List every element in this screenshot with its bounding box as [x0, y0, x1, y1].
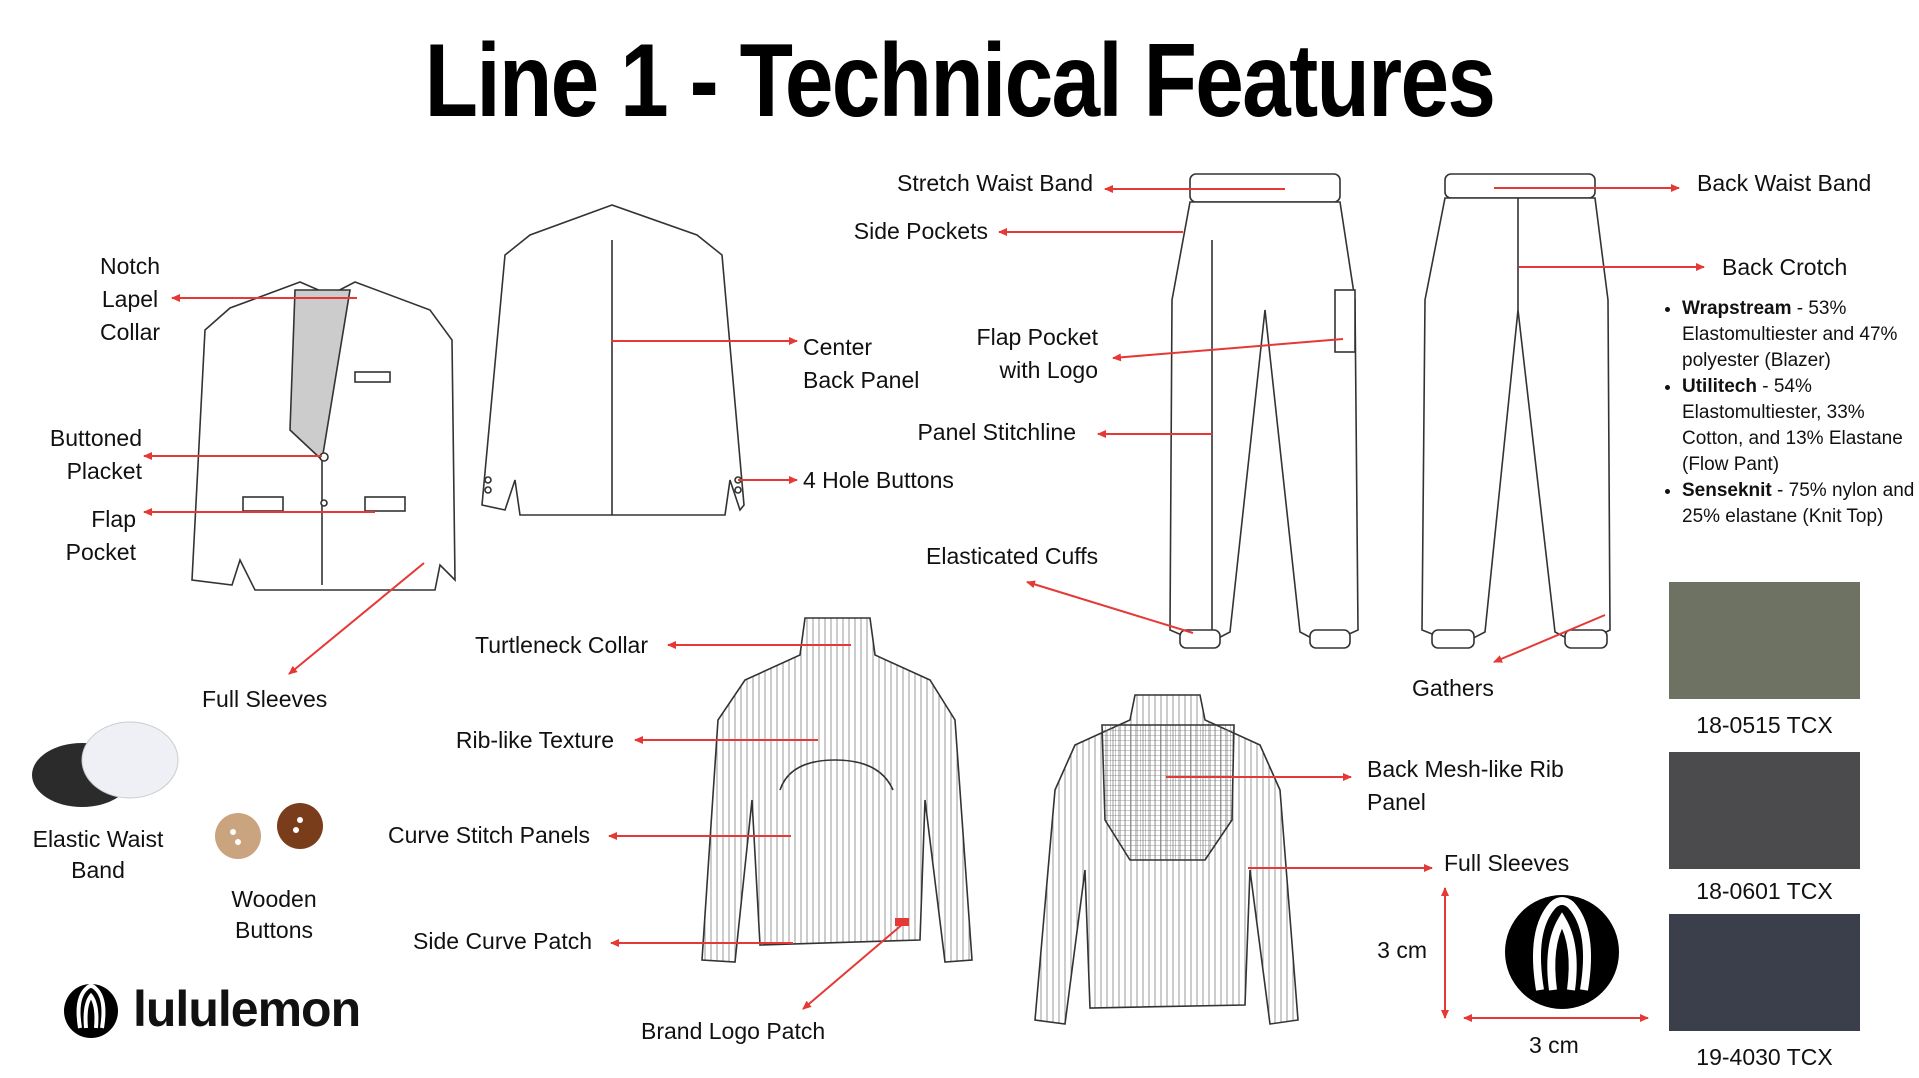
label-line: Pocket — [65, 539, 136, 565]
label-notch-lapel-collar: Notch Lapel Collar — [82, 250, 178, 349]
label-side-pockets: Side Pockets — [853, 218, 988, 244]
fabric-item: Wrapstream - 53% Elastomultiester and 47… — [1682, 296, 1919, 374]
swatch-code: 18-0601 TCX — [1696, 878, 1833, 904]
label-back-waist-band: Back Waist Band — [1697, 170, 1872, 196]
label-line: Flap Pocket — [976, 324, 1098, 350]
label-line: with Logo — [999, 357, 1098, 383]
brand-logo-icon — [64, 984, 118, 1038]
label-stretch-waist-band: Stretch Waist Band — [896, 170, 1093, 196]
wooden-buttons-image — [215, 803, 323, 859]
fabric-item: Utilitech - 54% Elastomultiester, 33% Co… — [1682, 374, 1919, 478]
elastic-band-image — [32, 721, 179, 807]
label-full-sleeves-blazer: Full Sleeves — [202, 686, 328, 712]
logo-height-label: 3 cm — [1377, 937, 1427, 963]
label-wooden-buttons: Wooden Buttons — [204, 884, 344, 946]
label-flap-pocket-logo: Flap Pocket with Logo — [977, 321, 1098, 387]
blazer-front-sketch — [191, 281, 456, 591]
label-side-curve-patch: Side Curve Patch — [413, 928, 592, 954]
label-turtleneck-collar: Turtleneck Collar — [475, 632, 648, 658]
page-title: Line 1 - Technical Features — [424, 23, 1496, 139]
fabric-desc: - 75% nylon and 25% elastane (Knit Top) — [1682, 480, 1915, 527]
label-full-sleeves-top: Full Sleeves — [1444, 850, 1570, 876]
label-buttoned-placket: Buttoned Placket — [20, 422, 142, 488]
label-rib-texture: Rib-like Texture — [455, 727, 614, 753]
label-line: Collar — [99, 319, 161, 345]
swatch-code: 18-0515 TCX — [1696, 712, 1833, 738]
fabric-name: Senseknit — [1682, 480, 1772, 501]
callout-arrows — [143, 184, 1705, 1022]
pants-back-sketch — [1421, 173, 1611, 649]
fabric-desc: - 53% Elastomultiester and 47% polyester… — [1682, 298, 1898, 371]
fabric-name: Utilitech — [1682, 376, 1757, 397]
label-panel-stitchline: Panel Stitchline — [917, 419, 1076, 445]
label-line: Band — [71, 857, 125, 883]
fabric-desc: - 54% Elastomultiester, 33% Cotton, and … — [1682, 376, 1903, 475]
color-swatch — [1669, 914, 1860, 1031]
turtleneck-front-sketch — [701, 617, 973, 963]
color-swatch — [1669, 752, 1860, 869]
label-line: Notch — [99, 253, 161, 279]
color-swatch — [1669, 582, 1860, 699]
fabric-composition-list: Wrapstream - 53% Elastomultiester and 47… — [1660, 296, 1919, 530]
label-4-hole-buttons: 4 Hole Buttons — [803, 467, 954, 493]
label-elastic-waist-band: Elastic Waist Band — [18, 824, 178, 886]
label-line: Panel — [1367, 789, 1426, 815]
label-center-back-panel: Center Back Panel — [803, 331, 919, 397]
label-line: Buttons — [235, 917, 313, 943]
label-line: Back Mesh-like Rib — [1367, 756, 1564, 782]
swatch-code: 19-4030 TCX — [1696, 1044, 1833, 1070]
label-line: Back Panel — [803, 367, 920, 393]
label-curve-stitch-panels: Curve Stitch Panels — [388, 822, 590, 848]
label-line: Placket — [66, 458, 142, 484]
blazer-back-sketch — [481, 204, 745, 516]
knit-top-back-sketch — [1034, 694, 1299, 1025]
label-line: Buttoned — [49, 425, 142, 451]
fabric-item: Senseknit - 75% nylon and 25% elastane (… — [1682, 478, 1919, 530]
label-line: Lapel — [101, 286, 159, 312]
label-line: Flap — [91, 506, 136, 532]
logo-mark — [1505, 895, 1619, 1009]
fabric-name: Wrapstream — [1682, 298, 1792, 319]
label-line: Elastic Waist — [32, 826, 164, 852]
label-gathers: Gathers — [1412, 675, 1494, 701]
label-brand-logo-patch: Brand Logo Patch — [641, 1018, 826, 1044]
label-line: Center — [803, 334, 873, 360]
label-line: Wooden — [231, 886, 317, 912]
label-flap-pocket: Flap Pocket — [20, 503, 136, 569]
brand-wordmark: lululemon — [133, 981, 361, 1037]
label-elasticated-cuffs: Elasticated Cuffs — [926, 543, 1099, 569]
logo-width-label: 3 cm — [1529, 1032, 1579, 1058]
label-back-crotch: Back Crotch — [1722, 254, 1848, 280]
label-back-mesh-panel: Back Mesh-like Rib Panel — [1367, 753, 1564, 819]
pants-front-sketch — [1169, 173, 1359, 649]
